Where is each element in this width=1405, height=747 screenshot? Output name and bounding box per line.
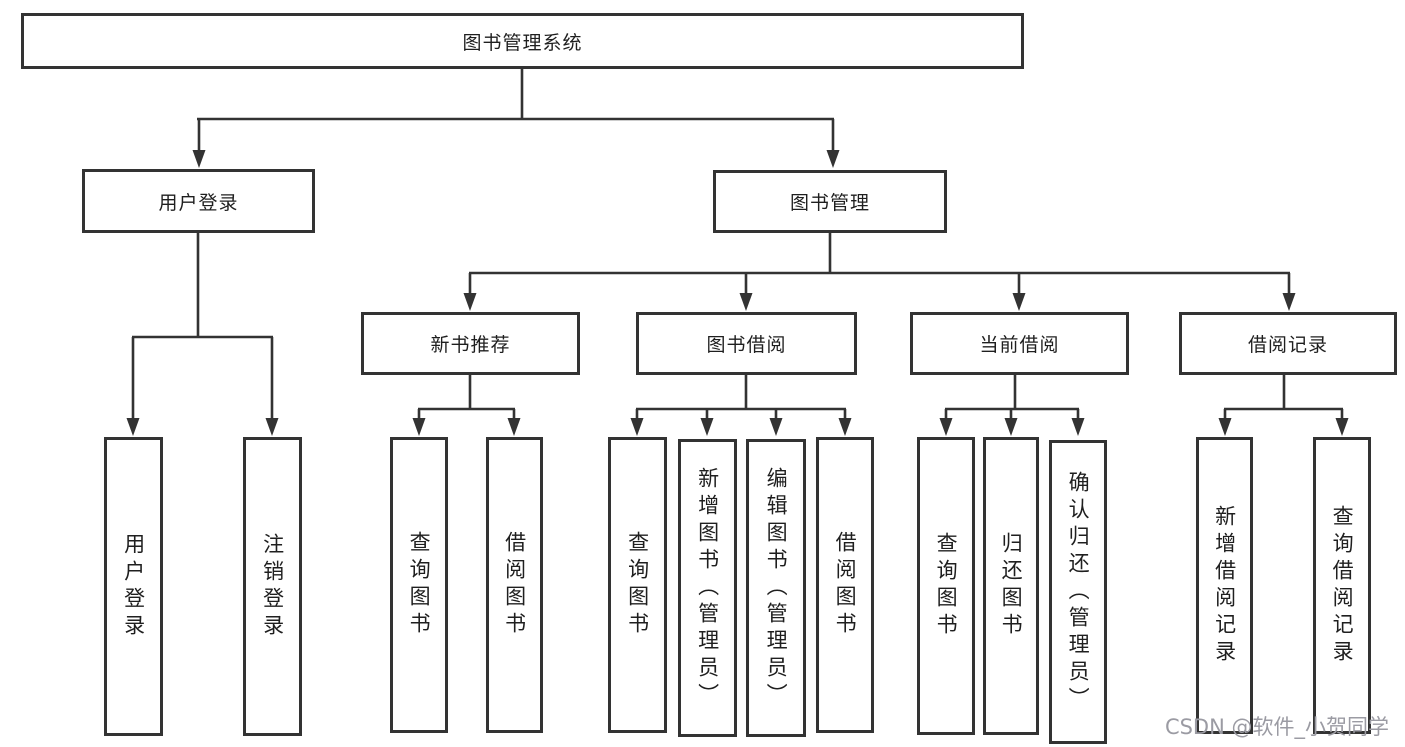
leaf-add-books-admin: 新增图书（管理员） — [678, 439, 737, 737]
node-label: 注销登录 — [260, 532, 285, 641]
node-label: 归还图书 — [999, 532, 1024, 640]
leaf-confirm-return-admin: 确认归还（管理员） — [1049, 440, 1107, 744]
node-label: 图书管理系统 — [462, 31, 583, 54]
node-label: 查询图书 — [407, 531, 432, 639]
leaf-borrow-books: 借阅图书 — [816, 437, 874, 733]
leaf-borrow-books-recommend: 借阅图书 — [486, 437, 543, 733]
node-label: 查询借阅记录 — [1330, 504, 1355, 667]
node-label: 新书推荐 — [430, 334, 511, 356]
node-borrowing-records: 借阅记录 — [1179, 312, 1397, 375]
node-label: 借阅记录 — [1247, 334, 1328, 356]
node-label: 用户登录 — [158, 191, 239, 214]
node-new-book-recommend: 新书推荐 — [361, 312, 580, 375]
node-label: 当前借阅 — [979, 334, 1060, 356]
node-label: 用户登录 — [121, 532, 146, 641]
leaf-query-books-recommend: 查询图书 — [390, 437, 448, 733]
node-label: 图书管理 — [789, 192, 870, 214]
node-label: 查询图书 — [934, 532, 959, 640]
node-label: 借阅图书 — [833, 531, 858, 639]
leaf-query-books-current: 查询图书 — [917, 437, 975, 735]
node-current-borrowing: 当前借阅 — [910, 312, 1129, 375]
leaf-edit-books-admin: 编辑图书（管理员） — [746, 439, 806, 737]
leaf-logout: 注销登录 — [243, 437, 302, 736]
leaf-query-borrow-record: 查询借阅记录 — [1313, 437, 1371, 734]
node-label: 新增借阅记录 — [1212, 504, 1237, 667]
node-book-management-branch: 图书管理 — [713, 170, 947, 233]
node-label: 确认归还（管理员） — [1066, 470, 1091, 714]
node-label: 新增图书（管理员） — [695, 466, 720, 710]
node-label: 编辑图书（管理员） — [764, 466, 789, 710]
watermark: CSDN @软件_小贺同学 — [1164, 715, 1389, 739]
leaf-add-borrow-record: 新增借阅记录 — [1196, 437, 1253, 734]
node-label: 借阅图书 — [502, 531, 527, 639]
node-root-system: 图书管理系统 — [21, 13, 1024, 69]
node-book-borrowing: 图书借阅 — [636, 312, 857, 375]
node-label: 查询图书 — [625, 531, 650, 639]
leaf-user-login: 用户登录 — [104, 437, 163, 736]
leaf-return-books: 归还图书 — [983, 437, 1039, 735]
node-label: 图书借阅 — [706, 334, 787, 356]
node-user-login-branch: 用户登录 — [82, 169, 315, 233]
leaf-query-books-borrowing: 查询图书 — [608, 437, 667, 733]
